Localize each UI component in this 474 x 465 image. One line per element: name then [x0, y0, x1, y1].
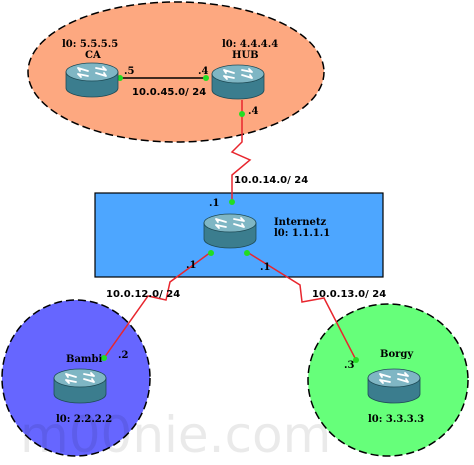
link-hub-center-network: 10.0.14.0/ 24: [234, 175, 308, 186]
interface-label: .4: [198, 66, 208, 77]
router-bambi-loopback: l0: 2.2.2.2: [56, 414, 112, 425]
interface-label: .5: [124, 66, 134, 77]
interface-label: .1: [260, 262, 270, 273]
link-hub-center: [230, 100, 252, 202]
area-top: [27, 1, 325, 143]
link-center-bambi-network: 10.0.12.0/ 24: [106, 289, 180, 300]
interface-dot: [239, 111, 245, 117]
link-center-borgy: [246, 251, 357, 361]
interface-dot: [208, 250, 214, 256]
interface-dot: [229, 199, 235, 205]
router-icon[interactable]: [65, 62, 119, 98]
router-icon[interactable]: [203, 213, 257, 249]
router-center-loopback: l0: 1.1.1.1: [274, 228, 330, 239]
watermark: m00nie.com: [20, 406, 331, 464]
interface-label: .1: [209, 198, 219, 209]
router-bambi-name: Bambi: [66, 354, 103, 365]
router-hub-loopback: l0: 4.4.4.4: [222, 39, 278, 50]
interface-dot: [203, 75, 209, 81]
link-center-bambi: [103, 251, 212, 359]
interface-dot: [353, 357, 359, 363]
link-center-borgy-network: 10.0.13.0/ 24: [312, 289, 386, 300]
router-center-name: Internetz: [274, 217, 326, 228]
interface-label: .2: [118, 350, 128, 361]
router-ca-name: CA: [85, 50, 101, 61]
link-ca-hub-network: 10.0.45.0/ 24: [132, 87, 206, 98]
router-icon[interactable]: [211, 64, 265, 100]
router-borgy-loopback: l0: 3.3.3.3: [368, 414, 424, 425]
interface-dot: [117, 75, 123, 81]
router-borgy-name: Borgy: [380, 349, 414, 360]
interface-dot: [101, 355, 107, 361]
router-icon[interactable]: [53, 368, 107, 404]
router-icon[interactable]: [367, 368, 421, 404]
router-ca-loopback: l0: 5.5.5.5: [62, 39, 118, 50]
router-hub-name: HUB: [232, 50, 259, 61]
interface-label: .1: [186, 260, 196, 271]
interface-dot: [244, 250, 250, 256]
interface-label: .4: [248, 106, 258, 117]
interface-label: .3: [344, 360, 354, 371]
